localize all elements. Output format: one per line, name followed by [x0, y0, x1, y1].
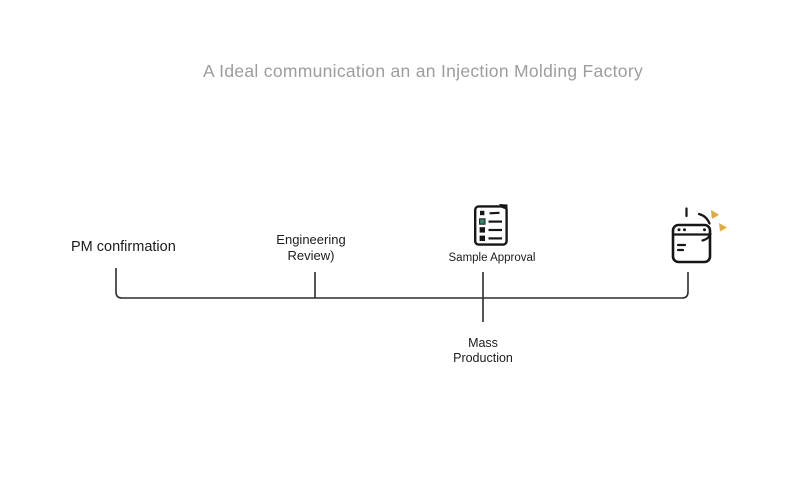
stage-label-engineering-review: Engineering Review) — [251, 232, 371, 263]
stage-label-engineering-review-line1: Engineering — [276, 232, 346, 247]
diagram-title: A Ideal communication an an Injection Mo… — [202, 61, 644, 81]
stage-label-engineering-review-line2: Review) — [287, 247, 335, 263]
checklist-icon — [474, 204, 508, 246]
timeline-baseline — [115, 268, 689, 299]
machine-sparkle-icon — [671, 207, 727, 264]
stage-label-sample-approval: Sample Approval — [448, 252, 536, 264]
stage-label-mass-production: Mass Production — [423, 336, 543, 366]
stage-label-mass-production-line2: Production — [453, 351, 513, 365]
stage-label-pm-confirmation: PM confirmation — [71, 239, 176, 255]
stage-label-mass-production-line1: Mass — [468, 336, 498, 350]
